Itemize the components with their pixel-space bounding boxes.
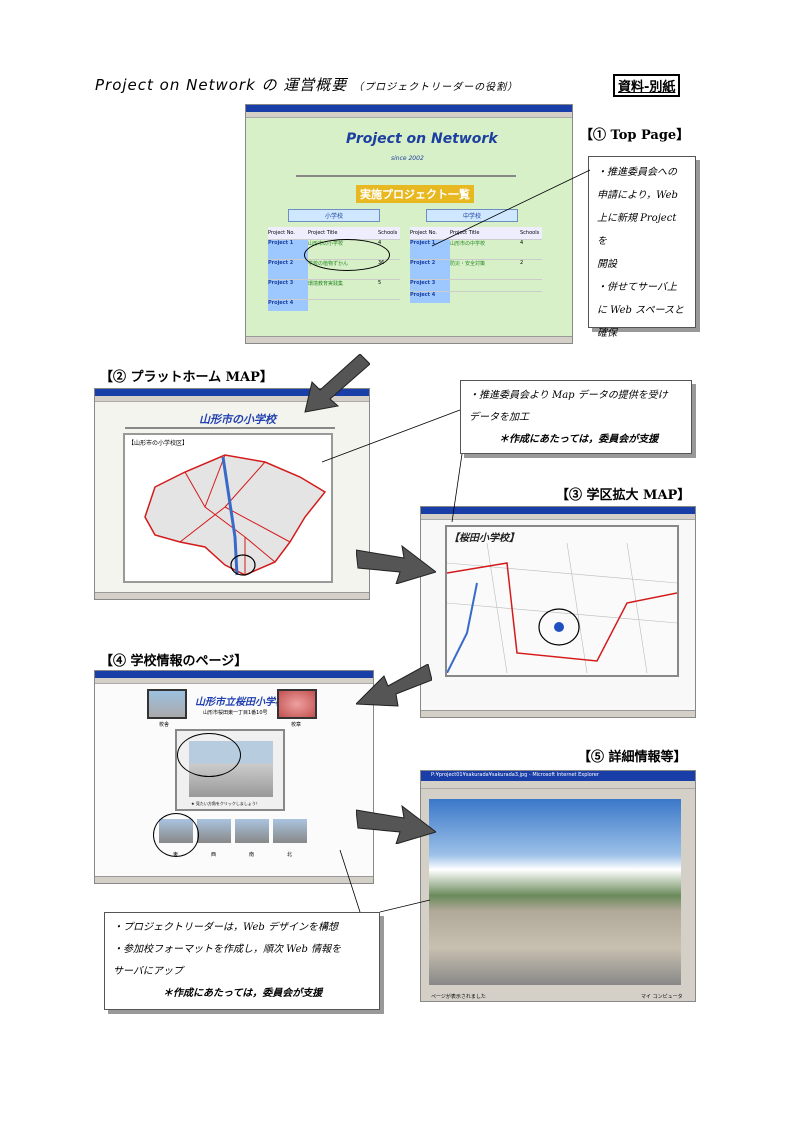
district-map-frame: 【桜田小学校】: [445, 525, 679, 677]
project-table-right: Project No. Project Title Schools Projec…: [410, 227, 542, 303]
title-main: Project on Network の 運営概要: [95, 76, 348, 94]
school-window: 校舎 山形市立桜田小学校 山形市桜田東一丁目1番10号 校章 ★ 見たい方角をク…: [94, 670, 374, 884]
arrow-3-icon: [356, 664, 432, 707]
school-thumb-building[interactable]: [147, 689, 187, 719]
map-heading: 山形市の小学校: [199, 413, 276, 426]
detail-zone: マイ コンピュータ: [641, 994, 683, 1000]
document-badge: 資料-別紙: [613, 74, 681, 97]
detail-window-title: P:¥project01¥sakurada¥sakurada3.jpg - Mi…: [431, 772, 599, 778]
district-map-window: 【桜田小学校】: [420, 506, 696, 718]
map-frame-label: 【山形市の小学校区】: [128, 440, 189, 447]
school-thumb-emblem-label: 校章: [291, 722, 302, 728]
city-map[interactable]: [125, 447, 331, 581]
school-heading: 山形市立桜田小学校: [195, 697, 285, 708]
direction-ellipse: [153, 813, 199, 857]
table-row[interactable]: Project 4: [410, 291, 542, 303]
detail-window: P:¥project01¥sakurada¥sakurada3.jpg - Mi…: [420, 770, 696, 1002]
col-title: Project Title: [308, 230, 338, 236]
section-4-label: 【④ 学校情報のページ】: [100, 654, 248, 669]
map-frame: 【山形市の小学校区】: [123, 433, 333, 583]
top-page-window: Project on Network since 2002 実施プロジェクト一覧…: [245, 104, 573, 344]
col-schools: Schools: [378, 230, 398, 236]
detail-status: ページが表示されました: [431, 994, 486, 1000]
detail-photo: [429, 799, 681, 985]
arrow-4-icon: [356, 804, 436, 844]
section-5-label: 【⑤ 詳細情報等】: [578, 750, 687, 765]
arrow-2-icon: [356, 544, 436, 584]
photo-caption: ★ 見たい方角をクリックしましょう！: [191, 801, 260, 806]
direction-thumb[interactable]: [235, 819, 269, 843]
direction-label-north: 北: [287, 852, 293, 858]
direction-label-west: 西: [211, 852, 217, 858]
district-map[interactable]: [447, 543, 677, 673]
tab-junior[interactable]: 中学校: [426, 209, 518, 222]
tab-elementary[interactable]: 小学校: [288, 209, 380, 222]
section-3-label: 【③ 学区拡大 MAP】: [556, 488, 691, 503]
map-window: 山形市の小学校 【山形市の小学校区】: [94, 388, 370, 600]
page-title: Project on Network の 運営概要 （プロジェクトリーダーの役割…: [95, 74, 518, 95]
school-thumb-building-label: 校舎: [159, 722, 170, 728]
note-2: ・推進委員会より Map データの提供を受け データを加工 ＊作成にあたっては，…: [460, 380, 692, 454]
direction-label-south: 南: [249, 852, 255, 858]
direction-thumb[interactable]: [197, 819, 231, 843]
note-3: ・プロジェクトリーダーは，Web デザインを構想 ・参加校フォーマットを作成し，…: [104, 912, 380, 1010]
top-page-since: since 2002: [391, 155, 424, 162]
table-row[interactable]: Project 4: [268, 299, 400, 311]
highlight-ellipse: [304, 239, 390, 271]
section-1-label: 【① Top Page】: [580, 128, 690, 143]
school-address: 山形市桜田東一丁目1番10号: [203, 710, 268, 716]
section-2-label: 【② プラットホーム MAP】: [100, 370, 273, 385]
title-sub: （プロジェクトリーダーの役割）: [353, 82, 519, 93]
col-no: Project No.: [268, 230, 295, 236]
direction-thumb[interactable]: [273, 819, 307, 843]
photo-ellipse: [177, 733, 241, 777]
district-heading: 【桜田小学校】: [449, 533, 519, 544]
project-list-title: 実施プロジェクト一覧: [356, 185, 474, 203]
arrow-1-icon: [304, 354, 370, 413]
table-row[interactable]: Project 3: [410, 279, 542, 291]
top-page-heading: Project on Network: [346, 131, 498, 147]
school-thumb-emblem[interactable]: [277, 689, 317, 719]
